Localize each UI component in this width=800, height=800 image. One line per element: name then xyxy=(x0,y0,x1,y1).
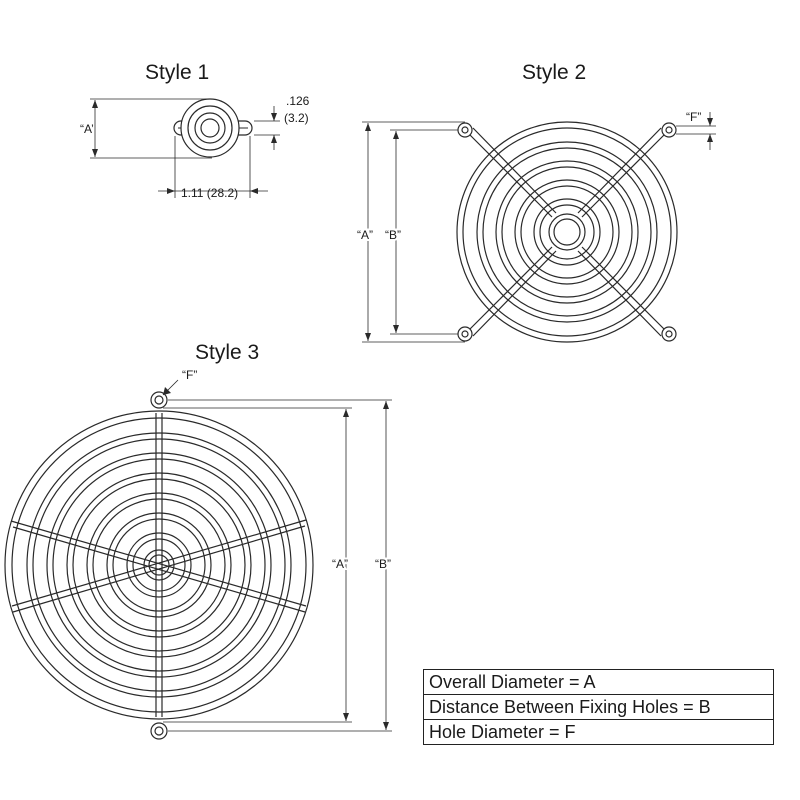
style3-guard xyxy=(4,391,314,740)
style1-label-thickness: .126 xyxy=(286,94,310,108)
style2-label-b: “B” xyxy=(385,228,401,242)
style2-dimension-f: “F” xyxy=(676,110,716,150)
style3-group: Style 3 xyxy=(4,341,393,740)
legend-row-hole-diameter: Hole Diameter = F xyxy=(429,722,576,742)
style1-dimension-a: “A’ xyxy=(80,98,212,159)
style1-title: Style 1 xyxy=(145,61,209,84)
style1-group: Style 1 “A’ .126 (3.2 xyxy=(80,61,310,200)
legend-row-overall-diameter: Overall Diameter = A xyxy=(424,670,773,695)
style3-dimension-f: “F” xyxy=(162,368,197,396)
style1-side-view xyxy=(173,98,253,158)
style3-label-f: “F” xyxy=(182,368,197,382)
style2-label-f: “F” xyxy=(686,110,701,124)
style1-dimension-thickness: .126 (3.2) xyxy=(254,94,310,150)
style2-dimension-b: “B” xyxy=(383,129,458,335)
legend-row-fixing-holes: Distance Between Fixing Holes = B xyxy=(424,695,773,720)
style3-label-a: “A” xyxy=(332,557,348,571)
style1-dimension-width: 1.11 (28.2) xyxy=(158,136,268,200)
dimension-legend-table: Overall Diameter = A Distance Between Fi… xyxy=(423,669,774,745)
style2-title: Style 2 xyxy=(522,61,586,84)
style3-dimension-b: “B” xyxy=(168,399,393,732)
style1-label-a: “A’ xyxy=(80,122,94,136)
style1-label-width: 1.11 (28.2) xyxy=(181,186,238,200)
style2-dimension-a: “A” xyxy=(355,121,465,343)
style2-guard xyxy=(456,121,678,343)
style1-label-thickness-mm: (3.2) xyxy=(284,111,309,125)
style3-title: Style 3 xyxy=(195,341,259,364)
style3-label-b: “B” xyxy=(375,557,391,571)
style2-group: Style 2 xyxy=(355,61,716,343)
style2-label-a: “A” xyxy=(357,228,373,242)
style3-dimension-a: “A” xyxy=(163,407,352,723)
